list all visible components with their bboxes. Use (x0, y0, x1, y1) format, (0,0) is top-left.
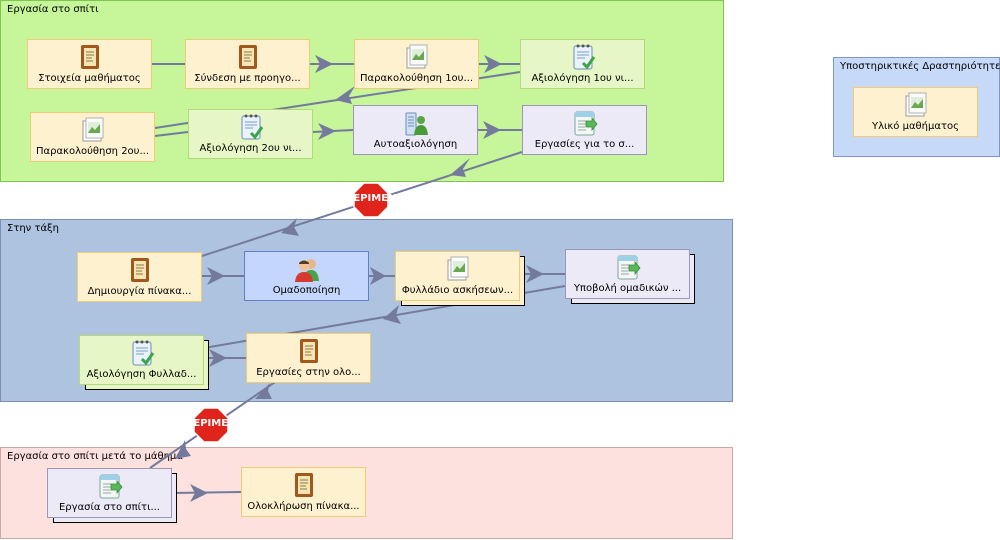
self-assessment-icon (403, 109, 429, 137)
image-doc-icon (404, 43, 430, 71)
arrow-head (526, 265, 544, 283)
wait-label: ΠΕΡΙΜΕΝΕ (345, 193, 397, 204)
node-label: Εργασίες στην ολο... (256, 367, 361, 378)
node-assess-level-2[interactable]: Αξιολόγηση 2ου νι... (188, 109, 313, 159)
node-label: Σύνδεση με προηγο... (194, 73, 301, 84)
arrow-head (190, 484, 208, 502)
node-label: Αξιολόγηση 2ου νι... (199, 143, 302, 154)
wait-label: ΠΕΡΙΜΕΝΕ (185, 418, 237, 429)
node-label: Εργασία στο σπίτι... (58, 502, 160, 513)
submit-doc-icon (572, 109, 598, 137)
arrow-head (281, 218, 299, 236)
node-self-assessment[interactable]: Αυτοαξιολόγηση (353, 105, 478, 155)
arrow-head (483, 121, 501, 139)
node-label: Αυτοαξιολόγηση (373, 139, 458, 150)
node-watch-level-2[interactable]: Παρακολούθηση 2ου... (30, 112, 155, 162)
node-tasks-for[interactable]: Εργασίες για το σ... (522, 105, 647, 155)
arrow-head (383, 305, 401, 324)
node-submit-group-work[interactable]: Υποβολή ομαδικών ... (565, 249, 690, 299)
node-complete-table[interactable]: Ολοκλήρωση πίνακα... (241, 467, 366, 517)
notebook-icon (291, 471, 317, 499)
node-label: Φυλλάδιο ασκήσεων... (401, 285, 514, 296)
node-watch-level-1[interactable]: Παρακολούθηση 1ου... (354, 39, 479, 89)
node-label: Στοιχεία μαθήματος (38, 73, 141, 84)
arrow-head (315, 55, 333, 73)
node-grouping[interactable]: Ομαδοποίηση (244, 251, 369, 301)
node-exercise-sheet[interactable]: Φυλλάδιο ασκήσεων... (395, 251, 520, 301)
notebook-icon (77, 43, 103, 71)
node-label: Υποβολή ομαδικών ... (573, 283, 682, 294)
checklist-icon (238, 113, 264, 141)
stop-sign-icon (193, 407, 229, 443)
arrow-head (450, 158, 470, 177)
node-create-table[interactable]: Δημιουργία πίνακα... (77, 252, 202, 302)
arrow-head (335, 86, 355, 104)
node-label: Δημιουργία πίνακα... (87, 286, 192, 297)
node-label: Παρακολούθηση 2ου... (36, 146, 149, 157)
image-doc-icon (80, 116, 106, 144)
arrow-head (318, 123, 336, 140)
node-class-tasks[interactable]: Εργασίες στην ολο... (246, 333, 371, 383)
node-label: Αξιολόγηση 1ου νι... (531, 73, 634, 84)
image-doc-icon (903, 91, 929, 119)
submit-doc-icon (97, 472, 123, 500)
arrow-head (175, 440, 191, 459)
node-homework[interactable]: Εργασία στο σπίτι... (47, 468, 172, 518)
node-assess-level-1[interactable]: Αξιολόγηση 1ου νι... (520, 39, 645, 89)
region-title: Υποστηρικτικές Δραστηριότητες (840, 61, 1000, 72)
arrow-head (370, 267, 386, 285)
arrow-head (207, 267, 225, 285)
wait-gate-2[interactable]: ΠΕΡΙΜΕΝΕ (185, 407, 237, 443)
node-label: Εργασίες για το σ... (534, 139, 635, 150)
node-course-material[interactable]: Υλικό μαθήματος (853, 87, 978, 137)
node-label: Παρακολούθηση 1ου... (360, 73, 473, 84)
submit-doc-icon (615, 253, 641, 281)
wait-gate-1[interactable]: ΠΕΡΙΜΕΝΕ (345, 182, 397, 218)
node-label: Υλικό μαθήματος (872, 121, 959, 132)
arrow-head (209, 349, 227, 367)
node-link-previous[interactable]: Σύνδεση με προηγο... (185, 39, 310, 89)
node-assess-sheet[interactable]: Αξιολόγηση Φυλλαδ... (79, 335, 204, 385)
notebook-icon (127, 256, 153, 284)
stop-sign-icon (353, 182, 389, 218)
node-course-info[interactable]: Στοιχεία μαθήματος (27, 39, 152, 89)
image-doc-icon (445, 255, 471, 283)
group-icon (294, 255, 320, 283)
arrow-head (484, 55, 502, 73)
node-label: Ομαδοποίηση (272, 285, 341, 296)
region-title: Στην τάξη (7, 223, 59, 234)
notebook-icon (296, 337, 322, 365)
region-title: Εργασία στο σπίτι (7, 4, 99, 15)
node-label: Αξιολόγηση Φυλλαδ... (86, 369, 197, 380)
checklist-icon (570, 43, 596, 71)
node-label: Ολοκλήρωση πίνακα... (247, 501, 360, 512)
notebook-icon (235, 43, 261, 71)
checklist-icon (129, 339, 155, 367)
edge (154, 131, 189, 137)
region-title: Εργασία στο σπίτι μετά το μάθημα (7, 451, 183, 462)
arrow-head (255, 383, 272, 399)
